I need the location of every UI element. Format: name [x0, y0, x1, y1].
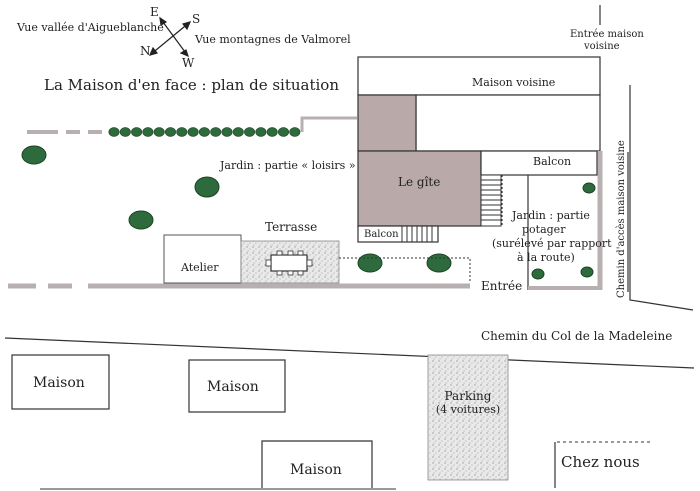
- hedge-shrub: [210, 127, 222, 137]
- fence-line: [300, 116, 357, 132]
- maison-2: [188, 359, 286, 413]
- hedge-shrub: [244, 127, 256, 137]
- atelier-label: Atelier: [181, 261, 219, 274]
- stairs: [480, 174, 502, 227]
- bush: [426, 253, 452, 273]
- hedge-shrub: [108, 127, 120, 137]
- gite-label: Le gîte: [398, 175, 441, 189]
- balcon-east-label: Balcon: [533, 155, 572, 168]
- parking-label-1: Parking: [444, 389, 492, 403]
- gite: [357, 150, 482, 227]
- hedge-shrub: [221, 127, 233, 137]
- maison-voisine-annex: [415, 94, 601, 152]
- hedge-shrub: [232, 127, 244, 137]
- chairs: [265, 250, 313, 276]
- view-right-label: Vue montagnes de Valmorel: [195, 33, 351, 46]
- atelier: [163, 234, 242, 284]
- access-path-right: [629, 85, 694, 311]
- maison-voisine-label: Maison voisine: [472, 76, 556, 89]
- hedge-shrub: [277, 127, 289, 137]
- parking-label-2: (4 voitures): [435, 403, 501, 416]
- balcon-east: [480, 150, 598, 176]
- compass-n: N: [140, 44, 151, 58]
- potager-label-2: potager: [522, 223, 566, 236]
- chez-nous-outline: [554, 441, 650, 488]
- hedge-shrub: [153, 127, 165, 137]
- hedge-shrub: [131, 127, 143, 137]
- view-left-label: Vue vallée d'Aigueblanche: [17, 21, 164, 34]
- maison-1-label: Maison: [33, 375, 85, 391]
- entree-voisine-label-1: Entrée maison: [570, 29, 644, 40]
- potager-label-4: à la route): [517, 251, 575, 264]
- hedge-shrub: [187, 127, 199, 137]
- entree-label: Entrée: [481, 279, 523, 293]
- chez-nous-label: Chez nous: [561, 453, 640, 471]
- hedge-shrub: [289, 127, 301, 137]
- compass-e: E: [150, 5, 159, 19]
- balcon-south: [357, 225, 439, 243]
- bush: [194, 176, 220, 198]
- maison-voisine: [357, 56, 601, 96]
- compass: [148, 16, 192, 58]
- compass-s: S: [192, 12, 201, 26]
- hedge-shrub: [266, 127, 278, 137]
- annex-grey: [357, 94, 417, 152]
- potager-label-1: Jardin : partie: [512, 209, 590, 222]
- maison-2-label: Maison: [207, 379, 259, 395]
- jardin-loisirs-label: Jardin : partie « loisirs »: [220, 159, 356, 172]
- chemin-col-label: Chemin du Col de la Madeleine: [481, 329, 673, 343]
- page-title: La Maison d'en face : plan de situation: [44, 76, 339, 94]
- road-north-edge: [4, 337, 695, 369]
- balcon-south-label: Balcon: [364, 229, 399, 240]
- balcon-stairs: [401, 226, 433, 242]
- hedge-shrub: [142, 127, 154, 137]
- potager-label-3: (surélevé par rapport: [492, 237, 612, 250]
- garden-table: [270, 254, 308, 272]
- bush: [128, 210, 154, 230]
- maison-1: [11, 354, 110, 410]
- hedge-shrub: [255, 127, 267, 137]
- terrasse-label: Terrasse: [265, 220, 318, 234]
- hedge-shrub: [119, 127, 131, 137]
- compass-w: W: [182, 56, 195, 70]
- chemin-acces-label: Chemin d'accès maison voisine: [616, 140, 627, 298]
- hedge-shrub: [165, 127, 177, 137]
- entree-voisine-label-2: voisine: [584, 41, 620, 52]
- hedge: [108, 127, 301, 137]
- parking: [427, 354, 509, 481]
- bush: [531, 268, 545, 280]
- maison-3-label: Maison: [290, 462, 342, 478]
- maison-3: [261, 440, 373, 488]
- hedge-shrub: [198, 127, 210, 137]
- bush: [580, 266, 594, 278]
- bush: [357, 253, 383, 273]
- hedge-shrub: [176, 127, 188, 137]
- bush: [21, 145, 47, 165]
- bush: [582, 182, 596, 194]
